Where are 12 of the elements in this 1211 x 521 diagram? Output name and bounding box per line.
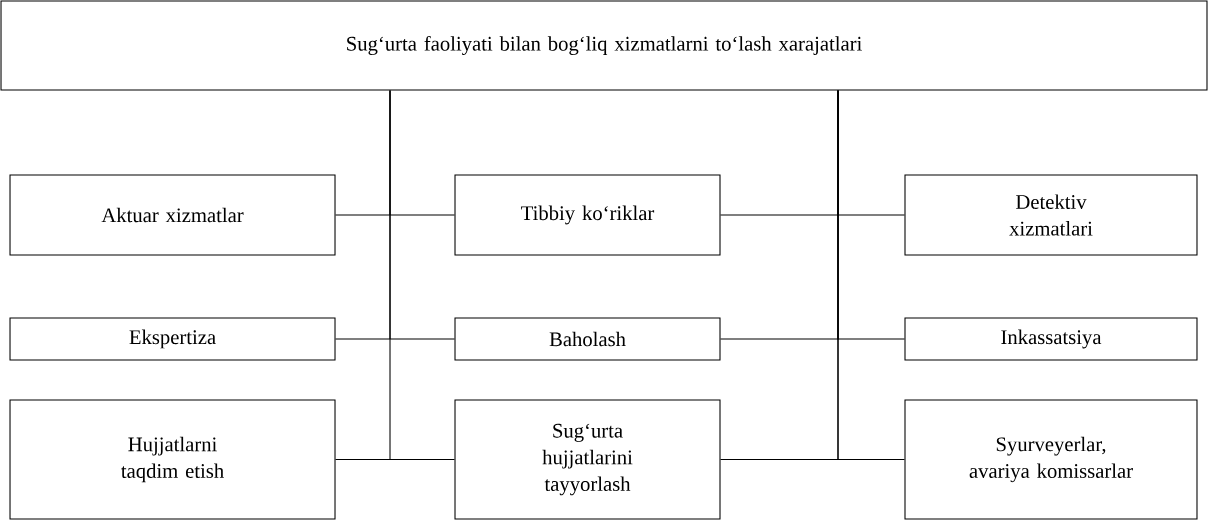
process-box: Detektiv xizmatlari <box>904 174 1198 256</box>
header-box: Sug‘urta faoliyati bilan bog‘liq xizmatlarni to‘lash xarajatlari <box>0 0 1208 91</box>
process-box: Tibbiy ko‘riklar <box>454 174 721 256</box>
process-box: Aktuar xizmatlar <box>9 174 336 256</box>
process-box: Hujjatlarni taqdim etish <box>9 399 336 520</box>
process-box: Inkassatsiya <box>904 317 1198 361</box>
connector-line <box>335 90 455 461</box>
process-box: Baholash <box>454 317 721 361</box>
process-box: Sug‘urta hujjatlarini tayyorlash <box>454 399 721 520</box>
connector-line <box>837 90 905 461</box>
process-box: Ekspertiza <box>9 317 336 361</box>
process-box: Syurveyerlar, avariya komissarlar <box>904 399 1198 520</box>
